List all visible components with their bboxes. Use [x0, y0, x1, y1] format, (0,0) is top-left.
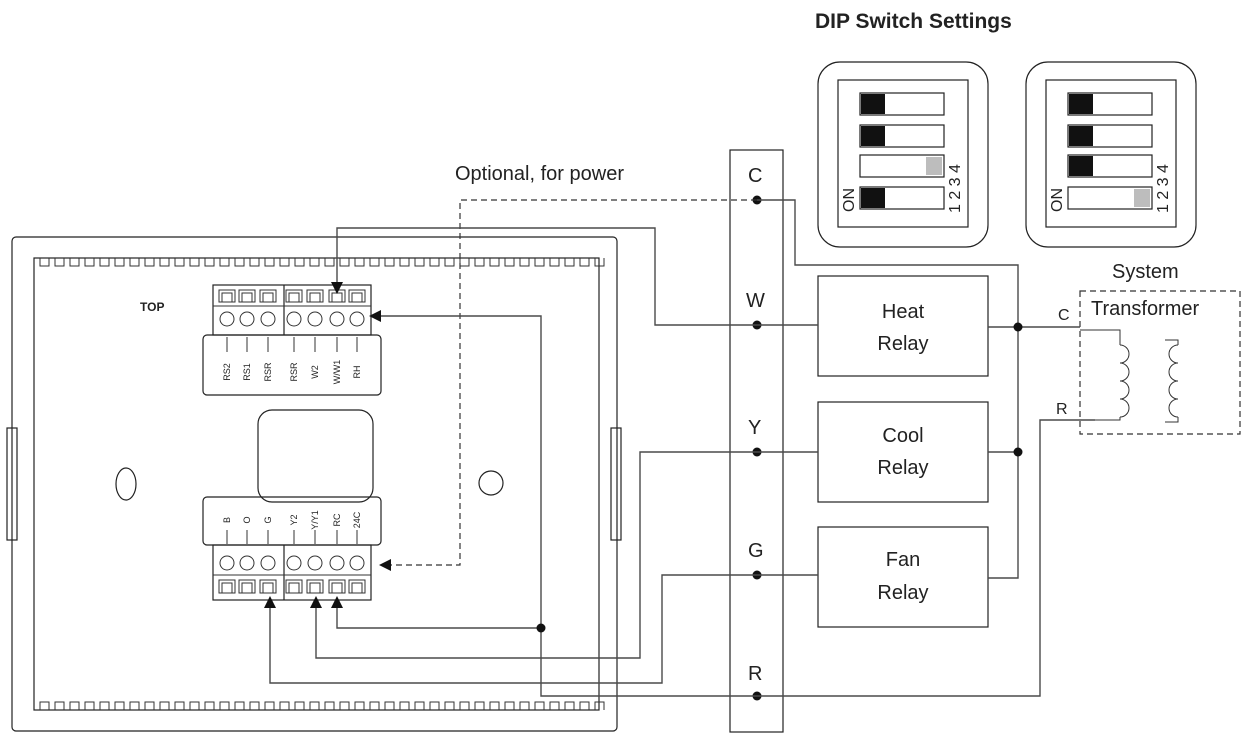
- dip-switch: [1067, 154, 1153, 178]
- bottom-terminal-block: B O G Y2 Y/Y1 RC 24C: [202, 496, 382, 601]
- top-terminal-label: RS2: [222, 363, 232, 381]
- dip-numbers-label: 1 2 3 4: [1155, 164, 1172, 213]
- top-terminal-label: RSR: [263, 362, 273, 382]
- bottom-terminal-label: Y/Y1: [310, 510, 320, 530]
- dip-switch-panel: ON 1 2 3 4: [1025, 61, 1197, 248]
- fan-relay: Fan Relay: [817, 526, 989, 628]
- terminal-w-label: W: [746, 290, 765, 312]
- bottom-terminal-label: O: [242, 516, 252, 523]
- terminal-c-label: C: [748, 165, 762, 187]
- dip-switch: [859, 124, 945, 148]
- svg-text:Cool: Cool: [882, 425, 923, 447]
- bottom-terminal-label: RC: [332, 513, 342, 526]
- dip-switch: [859, 186, 945, 210]
- dip-switch-settings-title: DIP Switch Settings: [815, 10, 1012, 33]
- dip-numbers-label: 1 2 3 4: [947, 164, 964, 213]
- dip-on-label: ON: [841, 188, 858, 212]
- top-terminal-block: RS2 RS1 RSR RSR W2 W/W1 RH: [202, 284, 382, 396]
- cool-relay: Cool Relay: [817, 401, 989, 503]
- transformer-c-label: C: [1058, 307, 1070, 324]
- bottom-terminal-label: Y2: [289, 514, 299, 525]
- terminal-strip: C W Y G R: [729, 149, 784, 733]
- bottom-terminal-label: B: [222, 517, 232, 523]
- bottom-terminal-label: 24C: [352, 511, 362, 528]
- dip-switch: [859, 92, 945, 116]
- svg-text:Relay: Relay: [877, 582, 928, 604]
- optional-power-note: Optional, for power: [455, 163, 624, 185]
- dip-on-label: ON: [1049, 188, 1066, 212]
- top-terminal-label: RSR: [289, 362, 299, 382]
- top-terminal-label: W/W1: [332, 360, 342, 385]
- dip-switch: [859, 154, 945, 178]
- heat-relay: Heat Relay: [817, 275, 989, 377]
- svg-text:Fan: Fan: [886, 549, 920, 571]
- dip-switch: [1067, 92, 1153, 116]
- terminal-g-label: G: [748, 540, 764, 562]
- svg-text:Relay: Relay: [877, 333, 928, 355]
- system-transformer: System Transformer C R: [1056, 261, 1241, 435]
- thermostat-base: TOP: [6, 236, 622, 732]
- dip-switch: [1067, 124, 1153, 148]
- top-terminal-label: RH: [352, 366, 362, 379]
- svg-text:Relay: Relay: [877, 457, 928, 479]
- transformer-r-label: R: [1056, 401, 1068, 418]
- transformer-title: System: [1112, 261, 1179, 283]
- dip-switch: [1067, 186, 1153, 210]
- wires: Optional, for power: [264, 163, 1095, 697]
- terminal-r-label: R: [748, 663, 762, 685]
- thermostat-top-label: TOP: [140, 300, 164, 314]
- top-terminal-label: RS1: [242, 363, 252, 381]
- svg-text:Heat: Heat: [882, 301, 925, 323]
- transformer-label: Transformer: [1091, 298, 1200, 320]
- dip-switch-panel: ON 1 2 3 4: [817, 61, 989, 248]
- bottom-terminal-label: G: [263, 516, 273, 523]
- terminal-y-label: Y: [748, 417, 761, 439]
- dip-switch-panels: ON 1 2 3 4 ON 1 2 3 4: [817, 61, 1197, 248]
- top-terminal-label: W2: [310, 365, 320, 379]
